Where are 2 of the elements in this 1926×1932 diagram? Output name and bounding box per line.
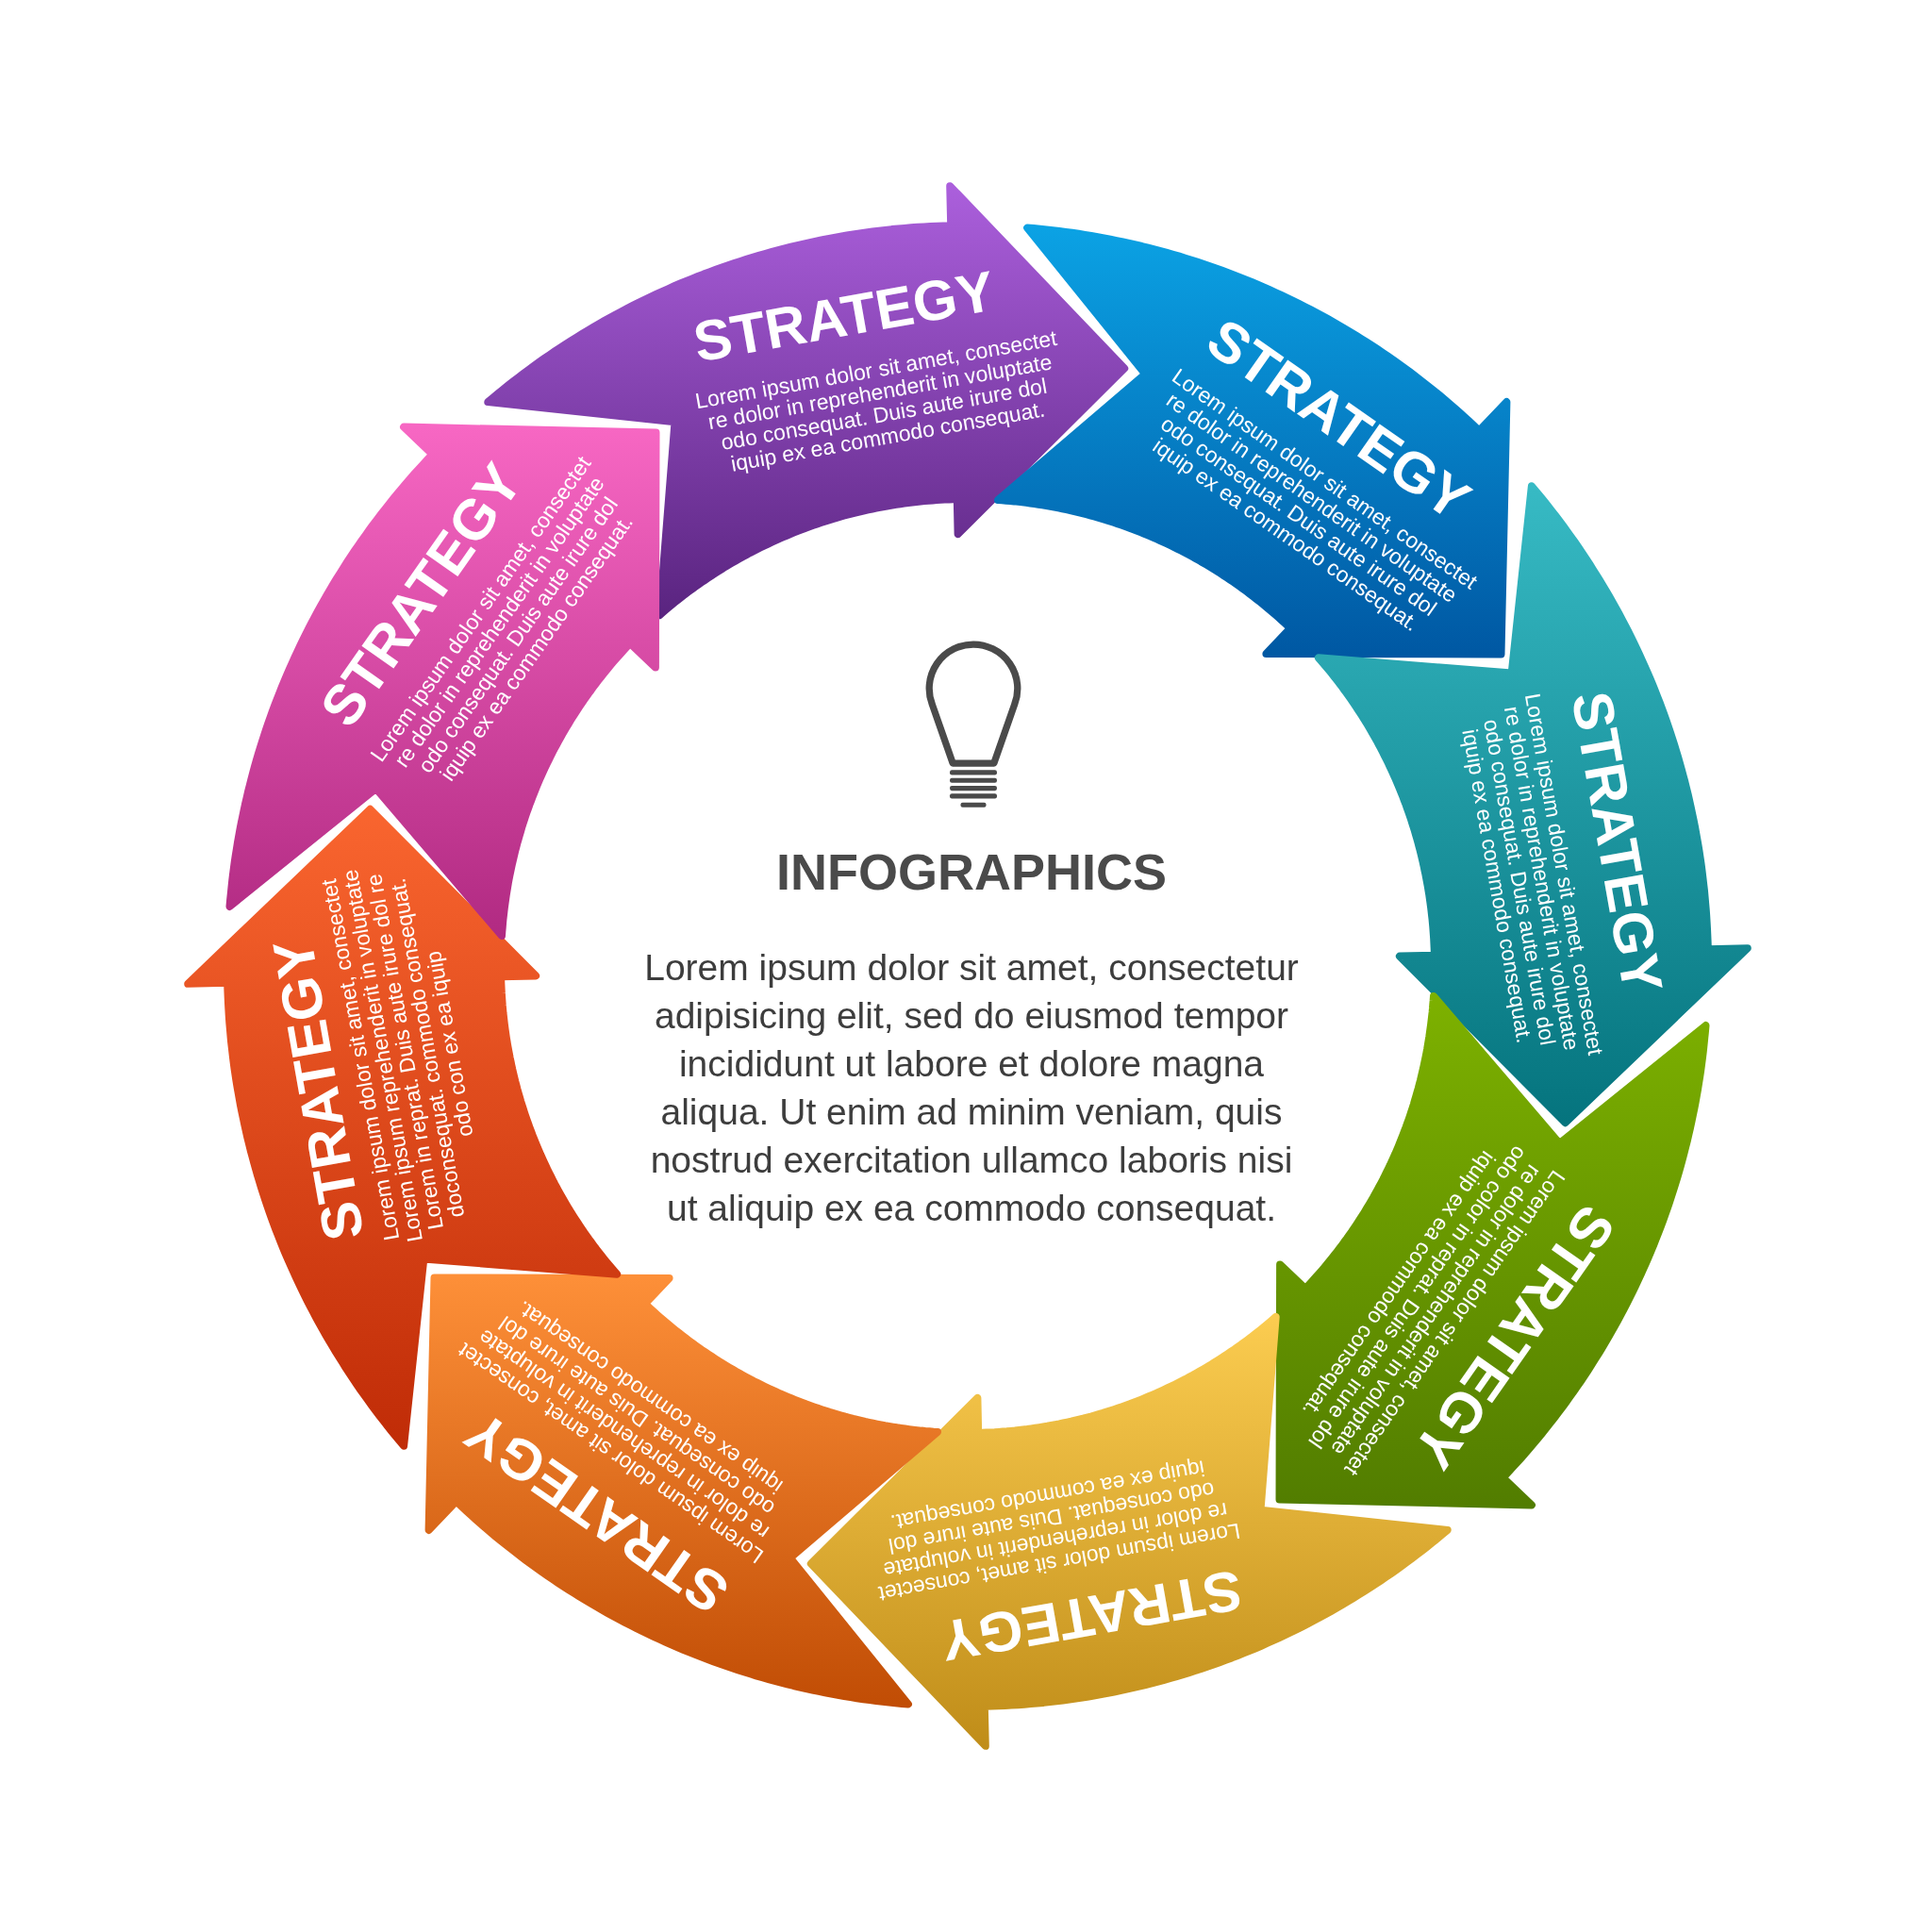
description-text: Lorem ipsum dolor sit amet, consectetur adipisicing elit, sed do eiusmod tempor incididunt ut labore et dolore magna aliqua. Ut enim ad minim veniam, quis nostrud exercitation ullamco laboris nisi ut aliquip ex ea commodo consequat. — [643, 946, 1300, 1230]
title: INFOGRAPHICS — [776, 842, 1167, 901]
